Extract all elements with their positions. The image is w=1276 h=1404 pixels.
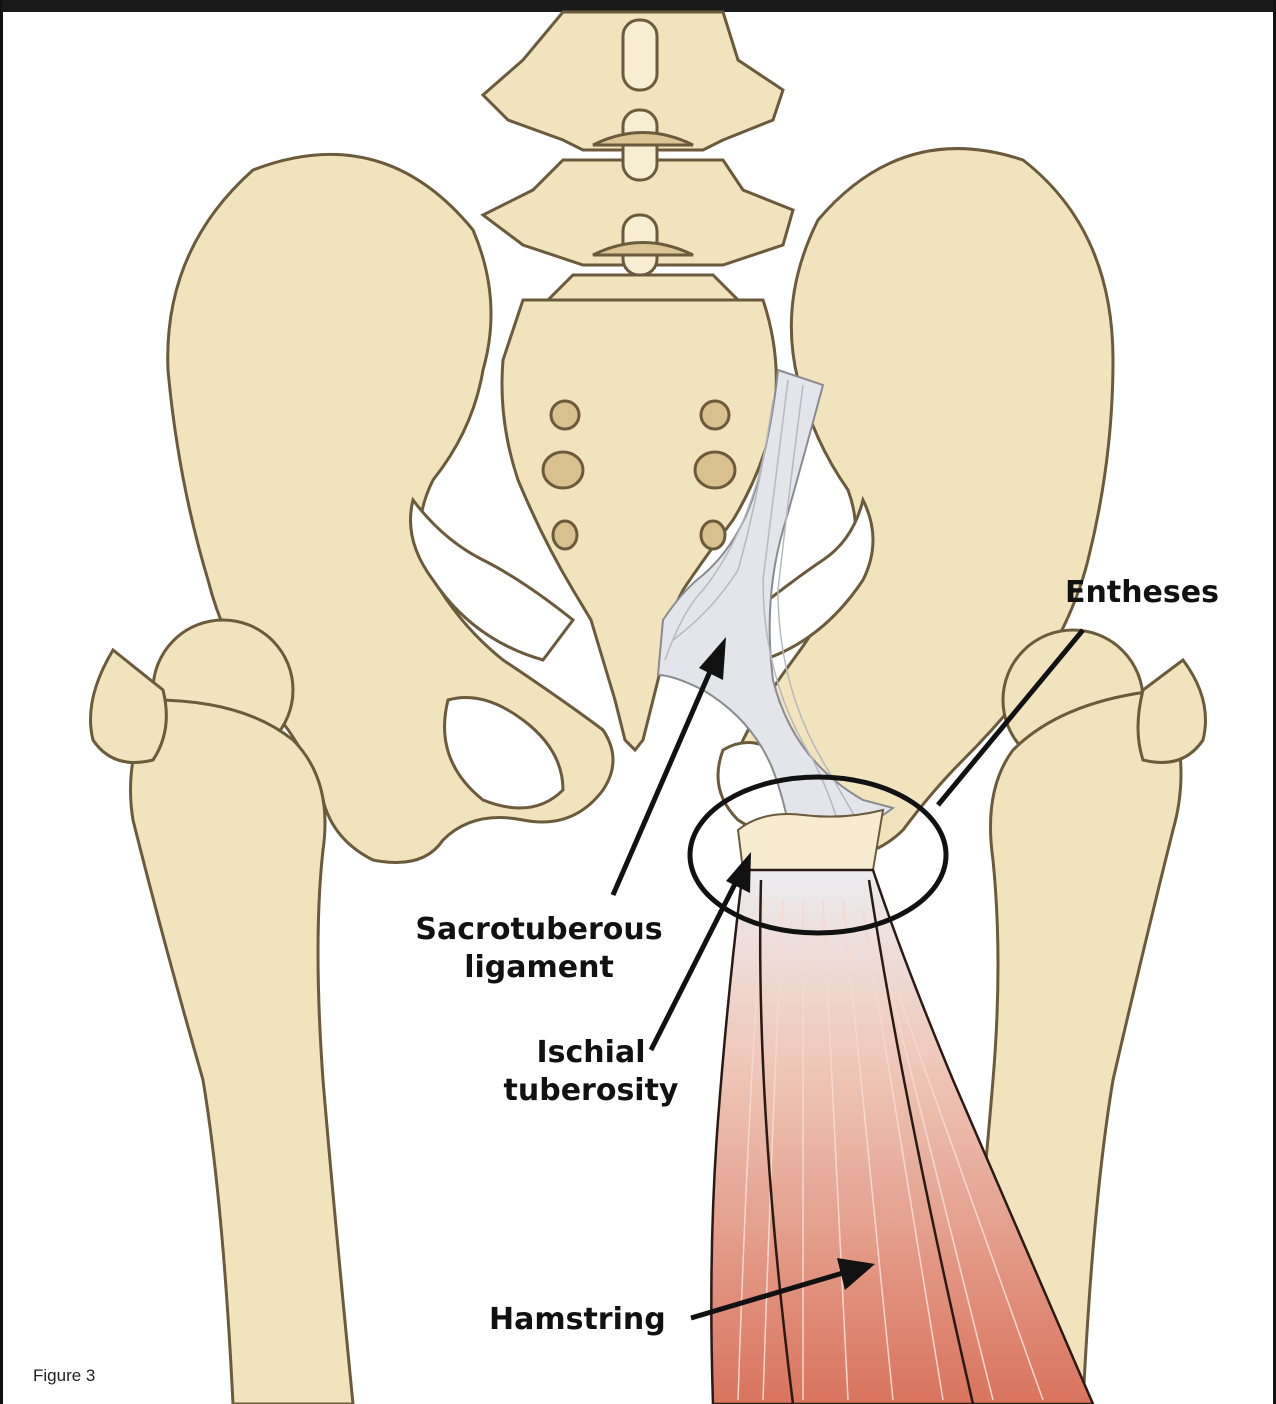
pelvis-illustration [3,0,1273,1404]
lumbar-spine [483,12,793,310]
label-entheses: Entheses [1065,575,1219,611]
figure-caption: Figure 3 [33,1366,95,1386]
label-ischial-line2: tuberosity [504,1073,679,1109]
ischial-arrowhead [726,852,751,893]
ischial-tuberosity [738,810,883,878]
label-ischial-line1: Ischial [537,1035,646,1071]
label-sacrotuberous-line1: Sacrotuberous [415,912,662,948]
label-sacrotuberous-line2: ligament [464,950,614,986]
label-hamstring: Hamstring [489,1302,666,1338]
